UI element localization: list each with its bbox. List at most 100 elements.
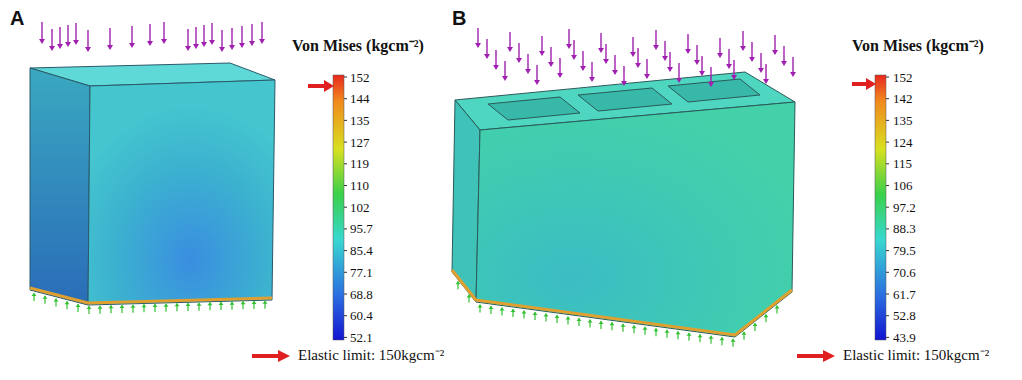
limit-arrow-head [823, 350, 835, 362]
load-arrow-head [507, 47, 513, 52]
colorbar-tick: 61.7 [893, 288, 916, 301]
fixture-arrow-head [566, 316, 571, 319]
tick-mark [886, 250, 889, 251]
load-arrow-head [685, 49, 691, 54]
fixture-arrow-head [676, 331, 681, 334]
colorbar-tick: 70.6 [893, 266, 916, 279]
load-arrow [59, 27, 60, 45]
tick-mark [886, 98, 889, 99]
fixture-arrow-head [208, 302, 213, 305]
load-arrow-head [589, 77, 595, 82]
load-arrow [541, 36, 542, 52]
load-arrow [109, 28, 110, 46]
colorbar-tick: 127 [350, 136, 370, 149]
fixture-arrow-head [120, 305, 125, 308]
limit-arrow [252, 354, 280, 358]
colorbar-tick: 97.2 [893, 201, 916, 214]
load-arrow [646, 59, 647, 75]
load-arrow [687, 34, 688, 50]
fixture-arrow-head [489, 306, 494, 309]
fixture-arrow-head [230, 302, 235, 305]
block-side [452, 100, 480, 302]
load-arrow-head [193, 44, 199, 49]
load-arrow [614, 55, 615, 71]
fixture-arrow-head [164, 304, 169, 307]
load-arrow [195, 27, 196, 45]
fixture-arrow-head [54, 299, 59, 302]
load-arrow [131, 26, 132, 44]
load-arrow-head [201, 42, 207, 47]
colorbar-tick: 152 [350, 71, 370, 84]
load-arrow [783, 46, 784, 62]
fixture-arrow-head [753, 323, 758, 326]
tick-mark [886, 228, 889, 229]
load-arrow [719, 38, 720, 54]
colorbar-title: Von Mises (kgcm⁻²) [852, 38, 984, 54]
load-arrow-head [39, 39, 45, 44]
load-arrow [637, 48, 638, 64]
limit-arrow-head [278, 350, 290, 362]
load-arrow-head [548, 62, 554, 67]
fixture-arrow-head [263, 301, 268, 304]
fixture-arrow-head [186, 303, 191, 306]
fixture-arrow-head [588, 319, 593, 322]
fixture-arrow-head [643, 327, 648, 330]
load-arrow-head [525, 69, 531, 74]
fixture-arrow-head [241, 301, 246, 304]
fixture-arrow-head [467, 294, 472, 297]
load-arrow [75, 23, 76, 41]
tick-mark [344, 77, 347, 78]
load-arrow [678, 63, 679, 79]
fixture-arrow-head [698, 334, 703, 337]
load-arrow-head [516, 58, 522, 63]
load-arrow [559, 58, 560, 74]
fixture-arrow-head [65, 301, 70, 304]
fixture-arrow-head [76, 304, 81, 307]
tick-mark [886, 294, 889, 295]
colorbar-tick: 68.8 [350, 288, 373, 301]
load-arrow-head [239, 43, 245, 48]
load-arrow-head [662, 56, 668, 61]
tick-mark [886, 120, 889, 121]
tick-mark [886, 207, 889, 208]
load-arrow [261, 22, 262, 40]
tick-mark [344, 120, 347, 121]
load-arrow-head [484, 54, 490, 59]
block-cavity [668, 79, 760, 102]
load-arrow-head [219, 47, 225, 52]
load-arrow [203, 25, 204, 43]
fixture-arrow-head [109, 305, 114, 308]
colorbar-tick: 77.1 [350, 266, 373, 279]
load-arrow [774, 35, 775, 51]
tick-mark [886, 315, 889, 316]
load-arrow-head [790, 72, 796, 77]
load-arrow [733, 60, 734, 76]
fixture-arrow-head [665, 330, 670, 333]
colorbar-tick: 124 [893, 136, 913, 149]
fixture-arrow-head [87, 306, 92, 309]
load-arrow-head [603, 59, 609, 64]
load-arrow-head [209, 40, 215, 45]
load-arrow-head [534, 80, 540, 85]
tick-mark [344, 207, 347, 208]
fixture-arrow-head [219, 302, 224, 305]
load-arrow-head [694, 60, 700, 65]
fixture-arrow-head [720, 337, 725, 340]
load-arrow [550, 47, 551, 63]
load-arrow-head [557, 73, 563, 78]
load-arrow-head [185, 46, 191, 51]
fixture-arrow-head [500, 308, 505, 311]
load-arrow [527, 54, 528, 70]
load-arrow-head [699, 71, 705, 76]
colorbar-tick: 106 [893, 179, 913, 192]
block-side [30, 68, 90, 305]
tick-mark [886, 77, 889, 78]
load-arrow [655, 30, 656, 46]
fixture-arrow-head [456, 281, 461, 284]
tick-mark [344, 142, 347, 143]
fixture-arrow-head [632, 325, 637, 328]
load-arrow [664, 41, 665, 57]
load-arrow-head [758, 68, 764, 73]
fixture-arrow-head [764, 314, 769, 317]
fixture-arrow-head [610, 322, 615, 325]
